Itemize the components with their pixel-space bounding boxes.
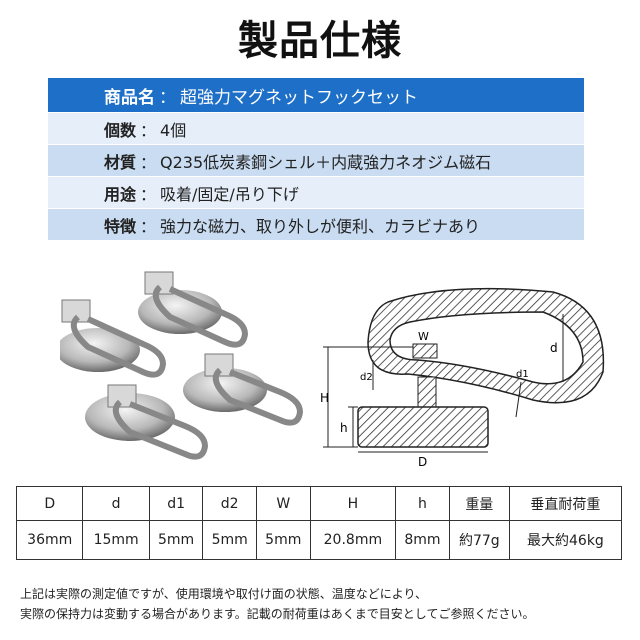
header-cell: H <box>309 486 397 521</box>
table-header-row: D d d1 d2 W H h 重量 垂直耐荷重 <box>15 486 623 521</box>
header-cell: W <box>255 486 311 521</box>
label-d: d <box>550 341 558 355</box>
value-cell: 5mm <box>202 520 257 560</box>
value-cell: 5mm <box>148 520 204 560</box>
header-cell: d2 <box>202 486 257 521</box>
spec-value: 強力な磁力、取り外しが便利、カラビナあり <box>160 216 481 236</box>
label-W: W <box>418 330 429 343</box>
spec-row-usage: 用途 ： 吸着/固定/吊り下げ <box>48 177 584 209</box>
value-cell: 最大約46kg <box>508 520 623 560</box>
spec-separator: ： <box>140 216 157 236</box>
note-line-2: 実際の保持力は変動する場合があります。記載の耐荷重はあくまで目安としてご参照くだ… <box>20 607 535 621</box>
spec-key: 材質 <box>104 152 137 172</box>
header-cell: d <box>82 486 150 521</box>
product-photo <box>60 271 304 460</box>
dimension-diagram: H h D W d2 d d1 <box>320 287 605 469</box>
label-H: H <box>320 391 329 405</box>
spec-separator: ： <box>140 184 157 204</box>
spec-row-material: 材質 ： Q235低炭素鋼シェル＋内蔵強力ネオジム磁石 <box>48 145 584 177</box>
label-h: h <box>340 421 348 435</box>
spec-separator: ： <box>140 120 157 140</box>
page-title: 製品仕様 <box>238 18 402 64</box>
magnet-hook-2 <box>138 271 249 348</box>
magnet-hook-1 <box>60 299 167 378</box>
spec-separator: ： <box>140 152 157 172</box>
value-cell: 8mm <box>395 520 450 560</box>
header-cell: h <box>395 486 450 521</box>
spec-value: 4個 <box>160 120 187 140</box>
magnet-hook-4 <box>85 384 209 460</box>
header-cell: 重量 <box>448 486 510 521</box>
spec-key: 商品名 <box>104 87 155 108</box>
spec-key: 特徴 <box>104 216 137 236</box>
spec-value: 吸着/固定/吊り下げ <box>160 184 299 204</box>
header-cell: 垂直耐荷重 <box>508 486 623 521</box>
note-line-1: 上記は実際の測定値ですが、使用環境や取付け面の状態、温度などにより、 <box>20 587 428 601</box>
label-d2: d2 <box>360 372 373 383</box>
value-cell: 36mm <box>15 520 84 560</box>
table-row: 36mm 15mm 5mm 5mm 5mm 20.8mm 8mm 約77g 最大… <box>15 520 623 560</box>
value-cell: 20.8mm <box>309 520 397 560</box>
spec-key: 個数 <box>104 120 137 140</box>
label-d1: d1 <box>516 369 529 380</box>
spec-row-quantity: 個数 ： 4個 <box>48 113 584 145</box>
header-cell: d1 <box>148 486 204 521</box>
value-cell: 5mm <box>255 520 311 560</box>
value-cell: 約77g <box>448 520 510 560</box>
spec-value: Q235低炭素鋼シェル＋内蔵強力ネオジム磁石 <box>160 152 492 172</box>
spec-row-product-name: 商品名 ： 超強力マグネットフックセット <box>48 78 584 113</box>
spec-row-features: 特徴 ： 強力な磁力、取り外しが便利、カラビナあり <box>48 209 584 241</box>
label-D: D <box>418 455 427 469</box>
disclaimer-note: 上記は実際の測定値ですが、使用環境や取付け面の状態、温度などにより、 実際の保持… <box>20 584 534 624</box>
spec-separator: ： <box>159 87 176 108</box>
spec-key: 用途 <box>104 184 137 204</box>
value-cell: 15mm <box>82 520 150 560</box>
spec-value: 超強力マグネットフックセット <box>180 87 418 108</box>
header-cell: D <box>15 486 84 521</box>
dimensions-table: D d d1 d2 W H h 重量 垂直耐荷重 36mm 15mm 5mm 5… <box>15 486 623 560</box>
spec-list: 商品名 ： 超強力マグネットフックセット 個数 ： 4個 材質 ： Q235低炭… <box>48 78 584 241</box>
magnet-hook-3 <box>183 353 304 426</box>
